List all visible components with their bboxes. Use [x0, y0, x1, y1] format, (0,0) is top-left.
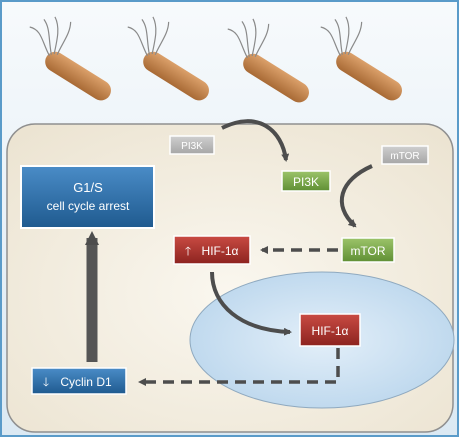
pi3k-active-node: PI3K — [281, 170, 331, 192]
arrow-pi3k-to-mtor — [339, 164, 373, 228]
hif-nucleus-label: HIF-1α — [312, 324, 349, 338]
arrow-pi3k-activation — [221, 119, 290, 162]
pi3k-inactive-node: PI3K — [169, 135, 215, 155]
down-arrow-icon: 🡓 — [43, 375, 49, 389]
arrows — [85, 119, 373, 386]
mtor-inactive-node: mTOR — [381, 145, 429, 165]
arrest-label-line2: cell cycle arrest — [47, 199, 130, 213]
pi3k-inactive-label: PI3K — [181, 141, 203, 152]
cyclin-d1-node: 🡓 Cyclin D1 — [31, 367, 127, 395]
hif-cytoplasm-node: 🡑 HIF-1α — [173, 235, 251, 265]
arrow-hif-to-cyclin — [138, 348, 340, 386]
cyclin-d1-label: Cyclin D1 — [60, 375, 112, 389]
bacterium-icon — [29, 16, 111, 101]
up-arrow-icon: 🡑 — [185, 244, 191, 258]
arrest-label-line1: G1/S — [73, 180, 103, 195]
arrow-hif-to-nucleus — [210, 271, 292, 336]
bacterium-icon — [320, 16, 402, 101]
hif-nucleus-node: HIF-1α — [299, 313, 361, 347]
bacterium-icon — [227, 18, 309, 103]
bacteria-group — [29, 16, 402, 103]
cell-cycle-arrest-node: G1/S cell cycle arrest — [20, 165, 155, 229]
mtor-active-node: mTOR — [341, 237, 395, 263]
mtor-active-label: mTOR — [350, 244, 385, 258]
bacterium-icon — [127, 16, 209, 101]
mtor-inactive-label: mTOR — [390, 151, 419, 162]
hif-cytoplasm-label: HIF-1α — [202, 244, 239, 258]
pi3k-active-label: PI3K — [293, 175, 319, 189]
